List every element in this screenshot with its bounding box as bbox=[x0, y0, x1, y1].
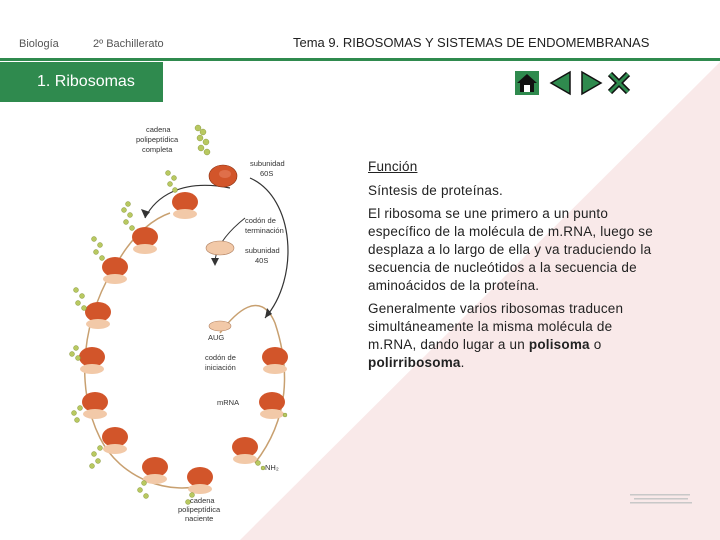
function-heading: Función bbox=[368, 159, 418, 174]
subunit-40s bbox=[205, 240, 235, 256]
label-subunit60-1: subunidad bbox=[250, 159, 285, 168]
label-nh2: NH₂ bbox=[265, 463, 279, 472]
ribosome-group bbox=[79, 192, 288, 494]
function-description: Función Síntesis de proteínas. El riboso… bbox=[368, 158, 658, 377]
publisher-watermark bbox=[630, 494, 692, 504]
function-summary: Síntesis de proteínas. bbox=[368, 183, 503, 198]
label-mrna: mRNA bbox=[217, 398, 239, 407]
section-title: 1. Ribosomas bbox=[37, 73, 135, 90]
label-polypeptide-complete-2: polipeptídica bbox=[136, 135, 179, 144]
subject-label: Biología bbox=[19, 38, 59, 50]
label-polypeptide-complete-3: completa bbox=[142, 145, 173, 154]
page-title: Tema 9. RIBOSOMAS Y SISTEMAS DE ENDOMEMB… bbox=[293, 35, 649, 50]
term-polirribosoma: polirribosoma bbox=[368, 355, 461, 370]
label-subunit40-2: 40S bbox=[255, 256, 268, 265]
label-nascent-3: naciente bbox=[185, 514, 213, 523]
initiating-ribosome bbox=[208, 320, 232, 332]
label-start-codon-1: codón de bbox=[205, 353, 236, 362]
prev-arrow-icon[interactable] bbox=[548, 70, 574, 96]
label-nascent-2: polipeptídica bbox=[178, 505, 221, 514]
label-start-codon-2: iniciación bbox=[205, 363, 236, 372]
function-paragraph-1: El ribosoma se une primero a un punto es… bbox=[368, 206, 653, 293]
paragraph-text-mid: o bbox=[589, 337, 602, 352]
polysome-diagram: cadena polipeptídica completa subunidad … bbox=[69, 124, 289, 523]
term-polisoma: polisoma bbox=[528, 337, 590, 352]
label-polypeptide-complete-1: cadena bbox=[146, 125, 171, 134]
function-paragraph-2: Generalmente varios ribosomas traducen s… bbox=[368, 300, 658, 372]
header-divider bbox=[0, 58, 720, 61]
label-aug: AUG bbox=[208, 333, 224, 342]
mrna-strand bbox=[219, 304, 286, 464]
label-stop-codon-2: terminación bbox=[245, 226, 284, 235]
label-stop-codon-1: codón de bbox=[245, 216, 276, 225]
close-icon[interactable] bbox=[606, 70, 632, 96]
title-prefix: Tema 9. bbox=[293, 35, 343, 50]
title-main: RIBOSOMAS Y SISTEMAS DE ENDOMEMBRANAS bbox=[342, 35, 650, 50]
paragraph-text-start: Generalmente varios ribosomas traducen s… bbox=[368, 301, 624, 352]
polypeptide-chains bbox=[69, 124, 288, 505]
section-banner bbox=[0, 62, 163, 102]
label-subunit40-1: subunidad bbox=[245, 246, 280, 255]
home-icon[interactable] bbox=[514, 70, 540, 96]
label-subunit60-2: 60S bbox=[260, 169, 273, 178]
next-arrow-icon[interactable] bbox=[578, 70, 604, 96]
paragraph-text-end: . bbox=[460, 355, 465, 370]
label-nascent-1: cadena bbox=[190, 496, 215, 505]
course-label: 2º Bachillerato bbox=[93, 38, 164, 50]
